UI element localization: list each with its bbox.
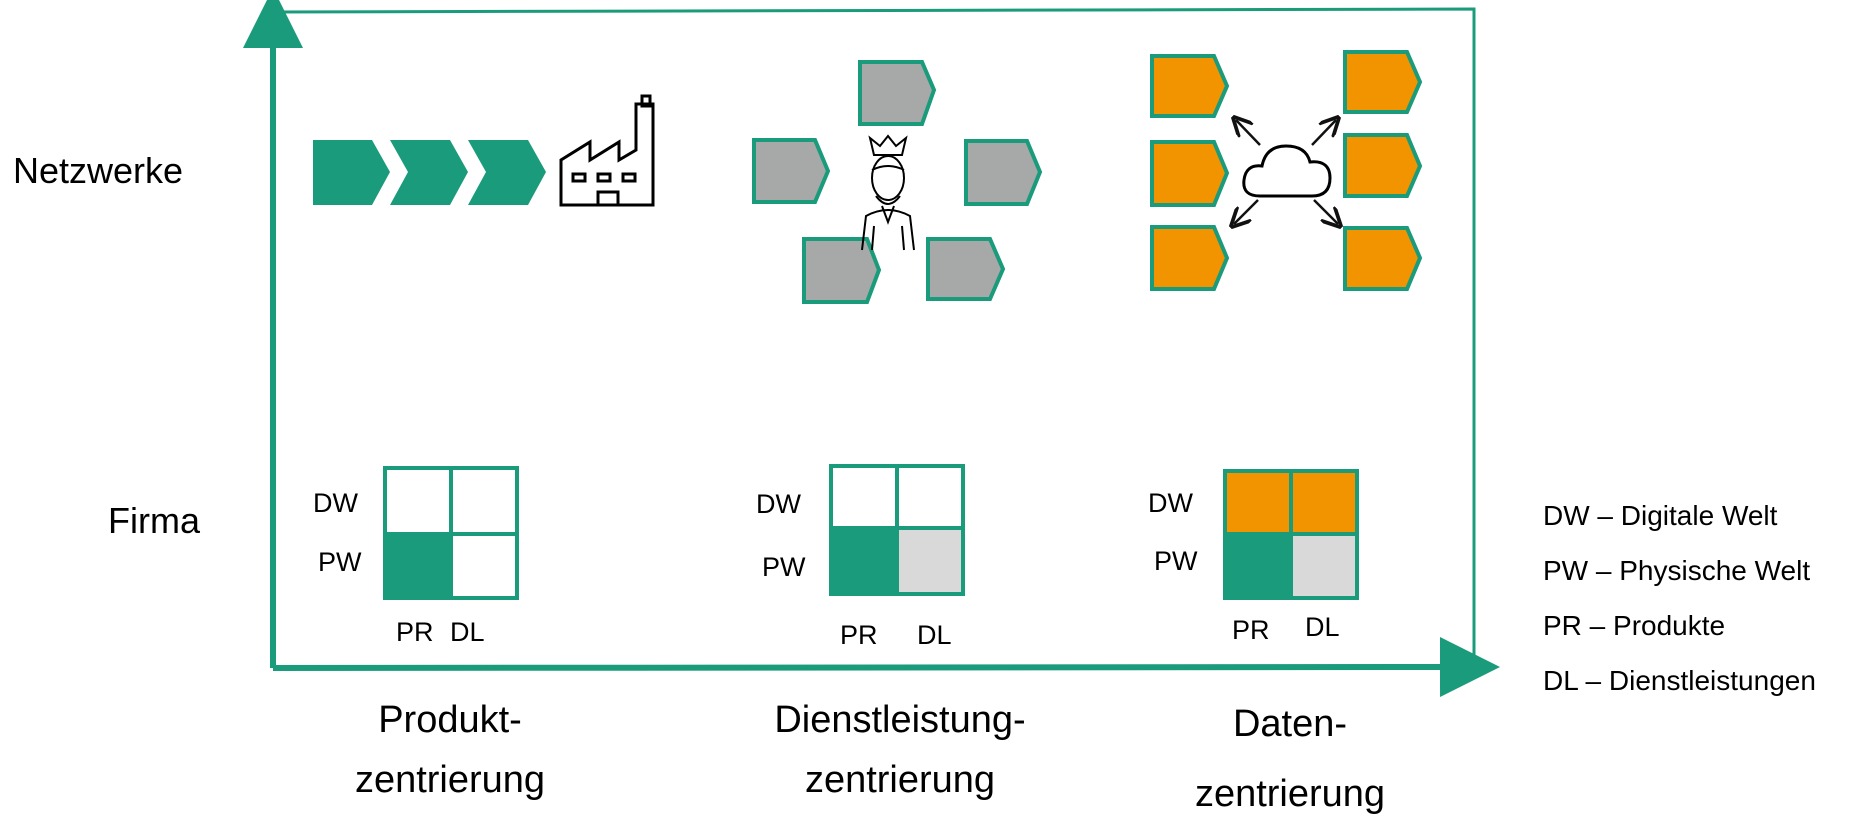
legend-item-dw: DW – Digitale Welt [1543,500,1778,531]
matrix-label-pr: PR [840,620,878,650]
matrix-label-dl: DL [917,620,952,650]
cloud-icon [1242,144,1332,198]
matrix-label-dl: DL [1305,612,1340,642]
product-value-chain [313,140,546,205]
matrix-service [829,464,965,596]
column-label-line: zentrierung [804,759,996,801]
column-label-product: Produkt- zentrierung [300,690,600,810]
row-label-networks: Netzwerke [13,150,184,191]
matrix-label-dw: DW [1148,488,1193,518]
chevron-shape [313,140,390,205]
legend-item-pr: PR – Produkte [1543,610,1726,641]
column-label-line: Daten- [1232,703,1348,745]
matrix-label-pr: PR [1232,615,1270,645]
column-label-line: zentrierung [1194,773,1386,815]
matrix-label-dl: DL [450,617,485,647]
legend-item-dl: DL – Dienstleistungen [1543,665,1816,696]
matrix-data [1223,469,1359,600]
legend-item-pw: PW – Physische Welt [1543,555,1811,586]
column-label-data: Daten- zentrierung [1140,694,1440,824]
service-chevrons [752,60,1043,304]
column-label-service: Dienstleistung- zentrierung [750,690,1050,810]
chevron-shape [468,140,546,205]
king-icon [861,134,915,251]
row-label-company: Firma [108,500,200,541]
factory-icon [559,94,655,207]
column-label-line: zentrierung [354,759,546,801]
cloud-arrows [1234,120,1338,224]
matrix-product [383,466,519,600]
x-axis-arrow [272,637,1500,698]
matrix-label-pw: PW [1154,546,1198,576]
matrix-label-pw: PW [762,552,806,582]
matrix-label-dw: DW [313,488,358,518]
matrix-label-dw: DW [756,489,801,519]
column-label-line: Dienstleistung- [774,699,1026,741]
column-label-line: Produkt- [378,699,522,741]
frame [243,0,1500,698]
chevron-shape [390,140,468,205]
matrix-label-pw: PW [318,547,362,577]
matrix-label-pr: PR [396,617,434,647]
data-chevrons [1150,50,1423,291]
